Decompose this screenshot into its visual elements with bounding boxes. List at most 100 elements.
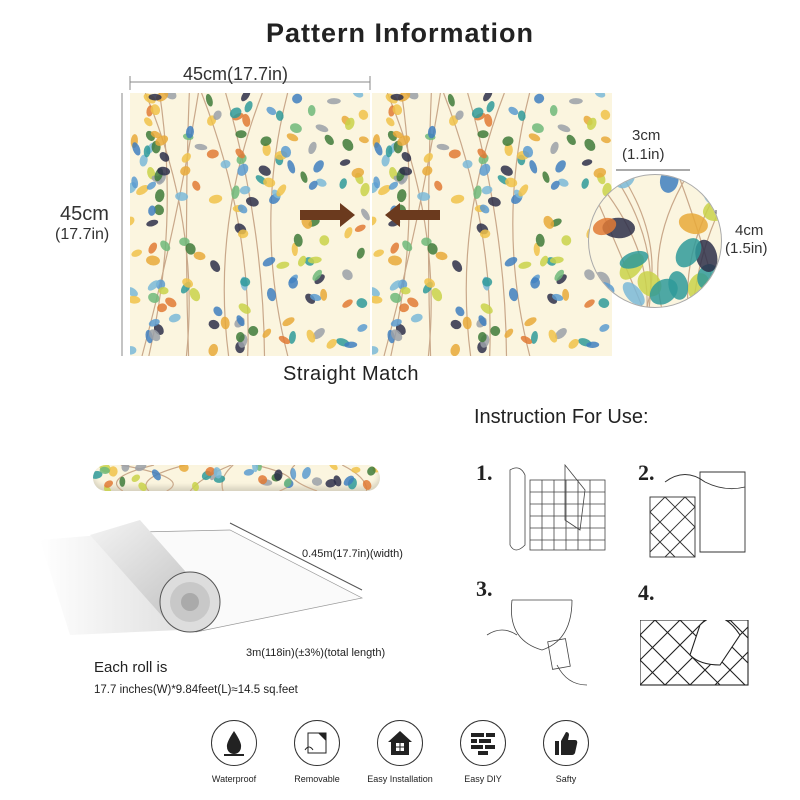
leaf xyxy=(561,235,572,246)
leaf xyxy=(185,125,194,139)
leaf xyxy=(505,177,518,188)
leaf xyxy=(192,180,201,191)
leaf xyxy=(286,133,299,142)
roll-length-label: 3m(118in)(±3%)(total length) xyxy=(246,647,386,659)
leaf xyxy=(372,346,379,355)
feature-label: Easy DIY xyxy=(464,774,502,784)
leaf xyxy=(307,256,322,264)
leaf xyxy=(402,240,413,252)
match-arrows xyxy=(300,203,440,227)
leaf xyxy=(390,319,402,327)
leaf xyxy=(175,192,189,201)
leaf xyxy=(280,145,292,158)
leaf xyxy=(168,313,181,323)
leaf xyxy=(210,260,221,272)
leaf xyxy=(344,341,358,349)
leaf xyxy=(600,136,611,144)
leaf xyxy=(293,233,303,247)
leaf xyxy=(158,287,169,295)
leaf xyxy=(423,153,433,163)
leaf xyxy=(483,93,493,102)
step-1-illustration xyxy=(509,463,606,551)
leaf xyxy=(551,293,564,301)
leaf xyxy=(599,324,610,332)
leaf xyxy=(373,249,384,257)
leaf xyxy=(400,287,411,295)
leaf xyxy=(288,277,298,289)
leaf xyxy=(517,110,526,121)
leaf xyxy=(181,153,191,163)
leaf xyxy=(275,110,284,121)
leaf xyxy=(308,180,318,190)
leaf xyxy=(213,110,222,120)
feature-safety: Safty xyxy=(526,720,606,784)
leaf xyxy=(157,166,171,176)
leaf xyxy=(312,269,322,281)
leaf xyxy=(372,287,380,297)
leaf xyxy=(548,329,558,343)
leaf xyxy=(435,251,448,261)
leaf xyxy=(342,138,354,151)
leaf xyxy=(678,213,708,235)
leaf xyxy=(455,110,464,120)
leaf xyxy=(150,130,161,139)
leaf xyxy=(500,165,513,176)
rolled-wallpaper xyxy=(93,465,380,491)
leaf xyxy=(292,93,303,104)
leaf xyxy=(390,292,402,303)
step-1-number: 1. xyxy=(476,460,493,485)
leaf xyxy=(313,160,324,173)
leaf xyxy=(557,124,571,133)
leaf xyxy=(397,189,407,203)
leaf xyxy=(144,117,153,127)
leaf xyxy=(93,471,103,479)
leaf xyxy=(244,101,253,113)
feature-label: Easy Installation xyxy=(367,774,433,784)
leaf xyxy=(192,481,199,491)
detail-height-in: (1.5in) xyxy=(725,240,768,257)
leaf xyxy=(300,171,308,183)
leaf xyxy=(539,255,549,267)
leaf xyxy=(484,113,493,127)
branch xyxy=(120,465,174,491)
branch xyxy=(225,93,266,356)
leaf xyxy=(455,306,465,317)
leaf xyxy=(239,185,251,195)
leaf xyxy=(194,143,208,151)
leaf xyxy=(180,166,191,176)
leaf xyxy=(450,194,465,204)
leaf xyxy=(329,465,338,471)
leaf xyxy=(283,478,292,488)
leaf xyxy=(533,242,540,257)
leaf xyxy=(278,335,291,345)
leaf xyxy=(342,299,353,308)
leaf xyxy=(450,319,462,330)
leaf xyxy=(357,324,368,332)
leaf xyxy=(490,325,501,336)
leaf xyxy=(586,341,600,349)
leaf xyxy=(130,216,135,226)
leaf xyxy=(566,134,576,146)
leaf xyxy=(108,466,118,477)
step-4-number: 4. xyxy=(638,580,655,605)
leaf xyxy=(487,196,501,207)
leaf xyxy=(389,280,402,291)
leaf xyxy=(568,338,579,349)
leaf xyxy=(619,250,649,269)
leaf xyxy=(208,319,220,330)
leaf xyxy=(502,136,514,146)
leaf xyxy=(159,152,170,162)
leaf xyxy=(386,117,395,127)
leaf xyxy=(462,316,472,330)
leaf xyxy=(581,159,593,166)
leaf xyxy=(390,242,400,254)
leaf xyxy=(130,346,137,355)
leaf xyxy=(530,277,540,289)
detail-height-cm: 4cm xyxy=(735,222,764,239)
feature-label: Safty xyxy=(555,774,577,784)
leaf xyxy=(424,278,435,288)
leaf xyxy=(427,243,438,255)
leaf xyxy=(659,175,679,193)
leaf xyxy=(562,288,570,301)
pattern-height-in: (17.7in) xyxy=(55,226,110,243)
